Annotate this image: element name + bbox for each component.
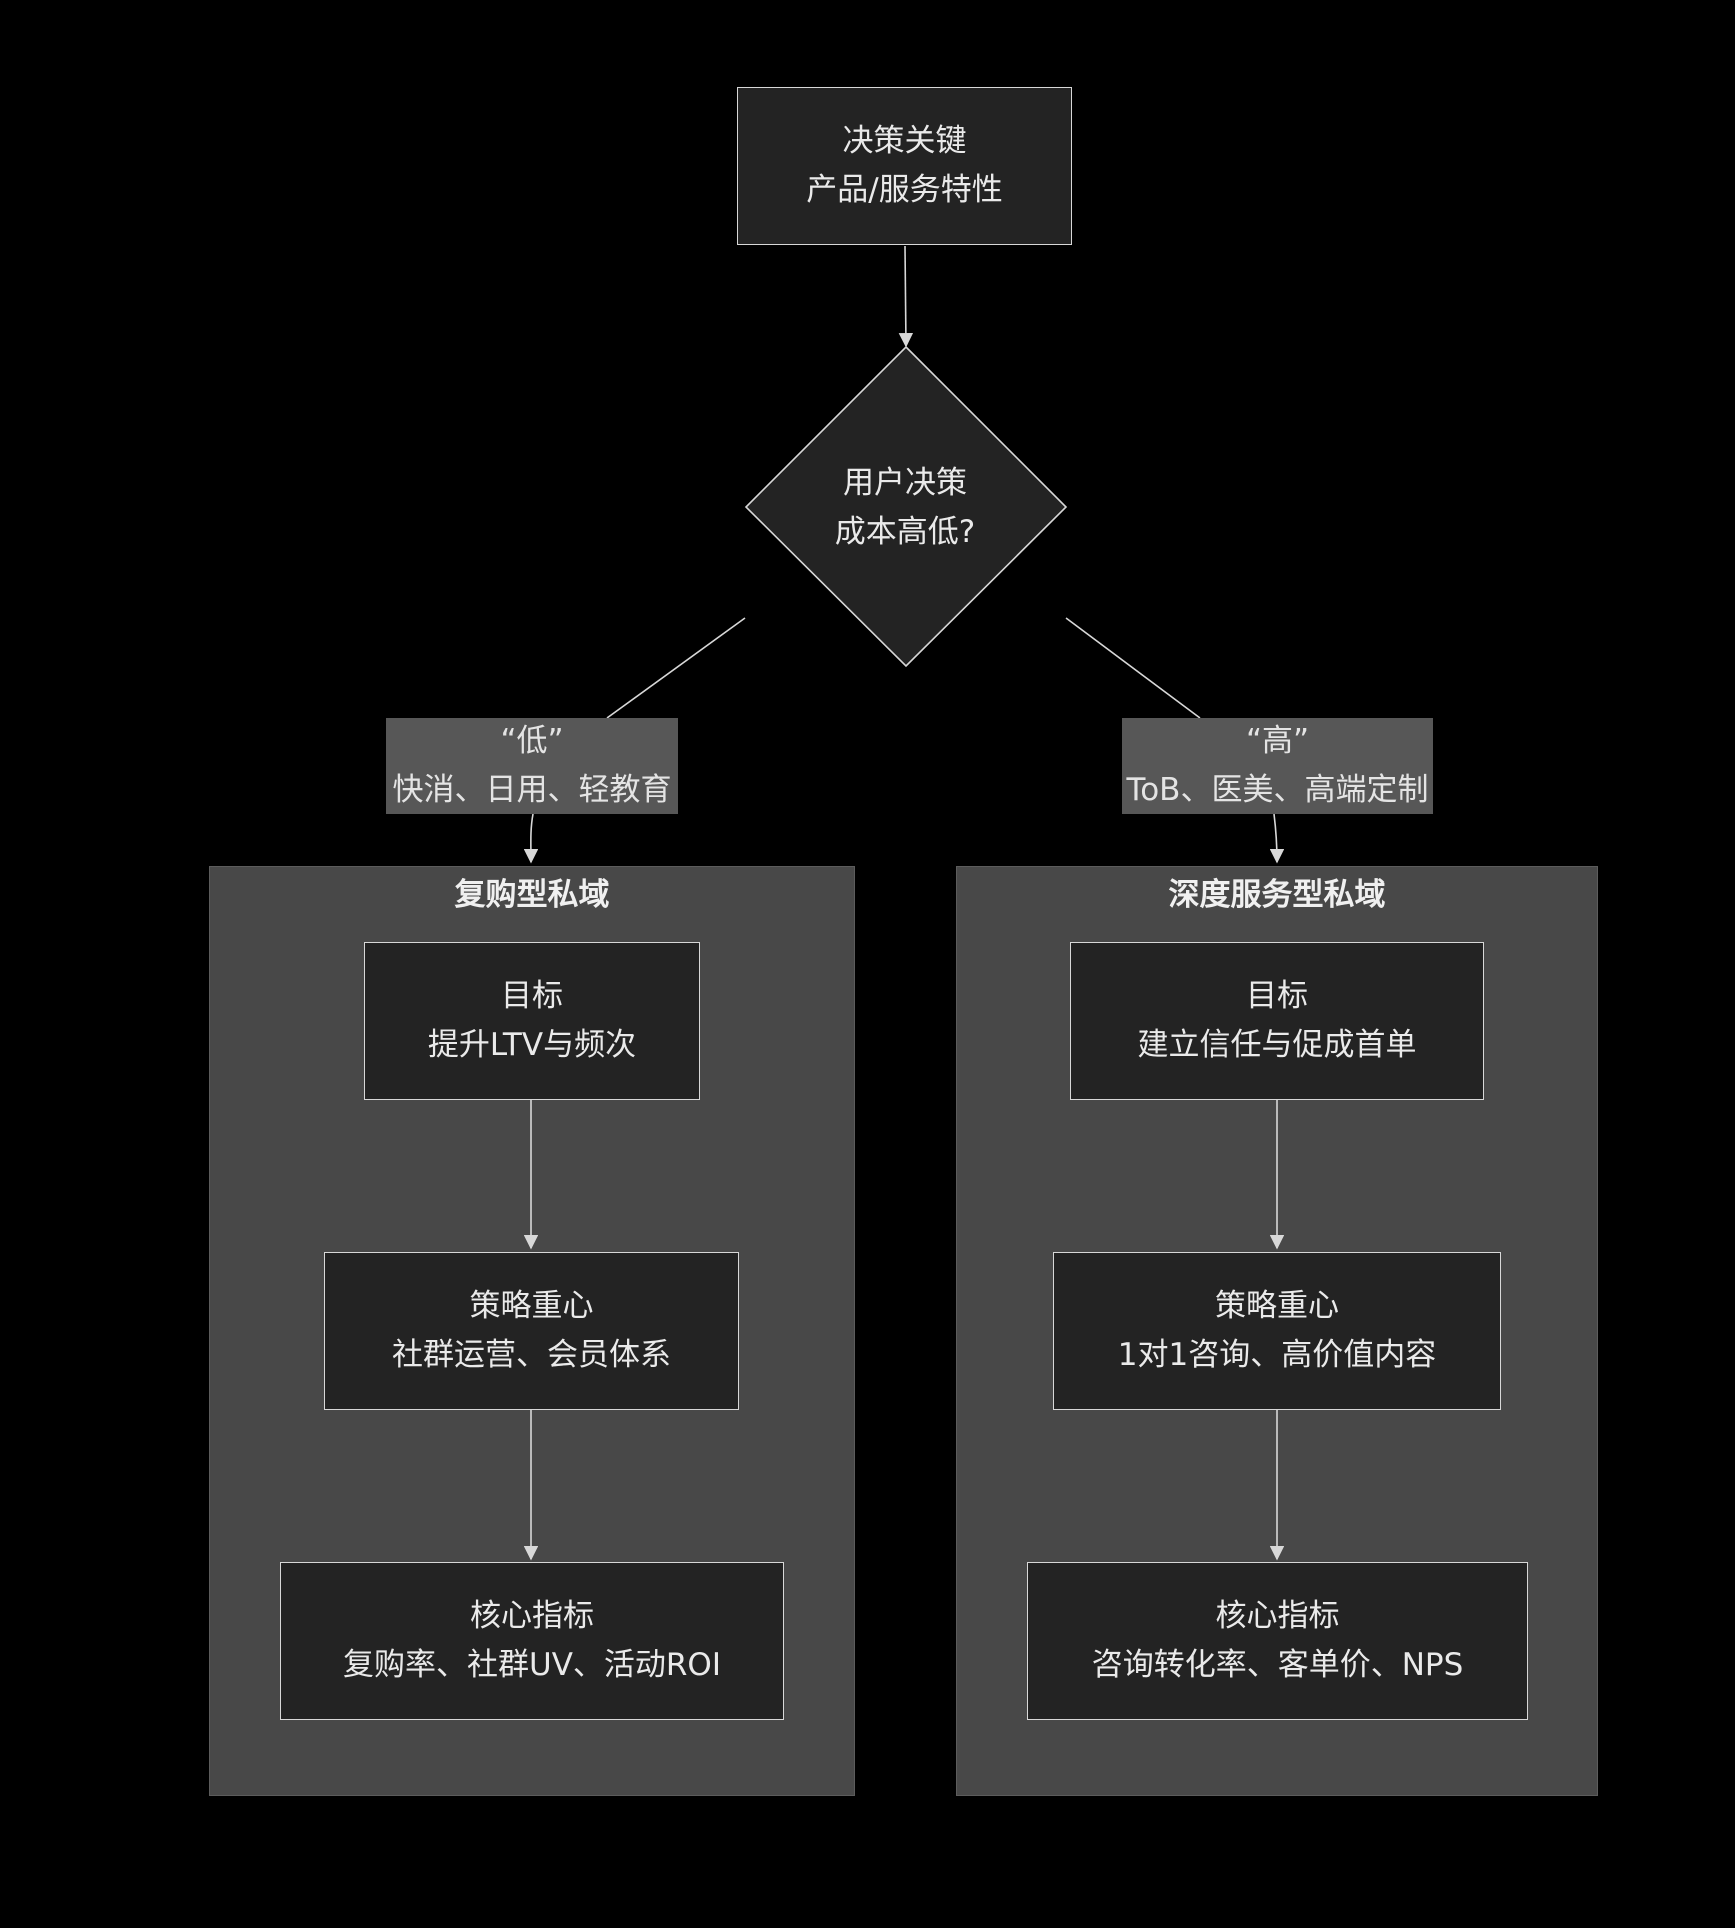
edge-decision-to-low-label	[606, 617, 746, 719]
right-metrics-text: 咨询转化率、客单价、NPS	[1091, 1647, 1464, 1683]
left-metrics-title: 核心指标	[470, 1598, 594, 1634]
left-strategy-node: 策略重心 社群运营、会员体系	[324, 1252, 739, 1410]
decision-diamond	[744, 345, 1068, 668]
start-node-title: 决策关键	[842, 123, 967, 159]
edge-decision-to-high-label	[1065, 617, 1201, 719]
edge-low-label-to-group	[523, 813, 539, 864]
edge-start-to-decision	[898, 245, 914, 348]
left-strategy-title: 策略重心	[469, 1288, 594, 1324]
left-strategy-text: 社群运营、会员体系	[392, 1337, 671, 1373]
left-metrics-text: 复购率、社群UV、活动ROI	[343, 1647, 721, 1683]
right-strategy-node: 策略重心 1对1咨询、高价值内容	[1053, 1252, 1501, 1410]
right-strategy-text: 1对1咨询、高价值内容	[1117, 1337, 1437, 1373]
edge-label-high-title: “高”	[1245, 723, 1310, 759]
edge-label-high: “高” ToB、医美、高端定制	[1122, 718, 1433, 814]
left-goal-title: 目标	[501, 978, 563, 1014]
start-node-subtitle: 产品/服务特性	[806, 172, 1003, 208]
right-strategy-title: 策略重心	[1215, 1288, 1339, 1324]
right-goal-node: 目标 建立信任与促成首单	[1070, 942, 1484, 1100]
left-goal-text: 提升LTV与频次	[427, 1027, 637, 1063]
decision-text: 用户决策 成本高低?	[745, 455, 1065, 560]
edge-label-low: “低” 快消、日用、轻教育	[386, 718, 678, 814]
right-goal-text: 建立信任与促成首单	[1137, 1027, 1417, 1063]
right-metrics-node: 核心指标 咨询转化率、客单价、NPS	[1027, 1562, 1528, 1720]
decision-line1: 用户决策	[843, 464, 967, 501]
edge-label-high-examples: ToB、医美、高端定制	[1126, 772, 1429, 808]
right-metrics-title: 核心指标	[1215, 1598, 1340, 1634]
start-node: 决策关键 产品/服务特性	[737, 87, 1072, 245]
group-deep-service-title: 深度服务型私域	[1168, 877, 1386, 913]
group-repurchase-title: 复购型私域	[454, 877, 610, 913]
edge-label-low-title: “低”	[500, 723, 564, 759]
decision-line2: 成本高低?	[834, 513, 976, 550]
left-metrics-node: 核心指标 复购率、社群UV、活动ROI	[280, 1562, 784, 1720]
edge-label-low-examples: 快消、日用、轻教育	[392, 772, 672, 808]
edge-high-label-to-group	[1269, 813, 1285, 864]
right-goal-title: 目标	[1246, 978, 1308, 1014]
left-goal-node: 目标 提升LTV与频次	[364, 942, 700, 1100]
